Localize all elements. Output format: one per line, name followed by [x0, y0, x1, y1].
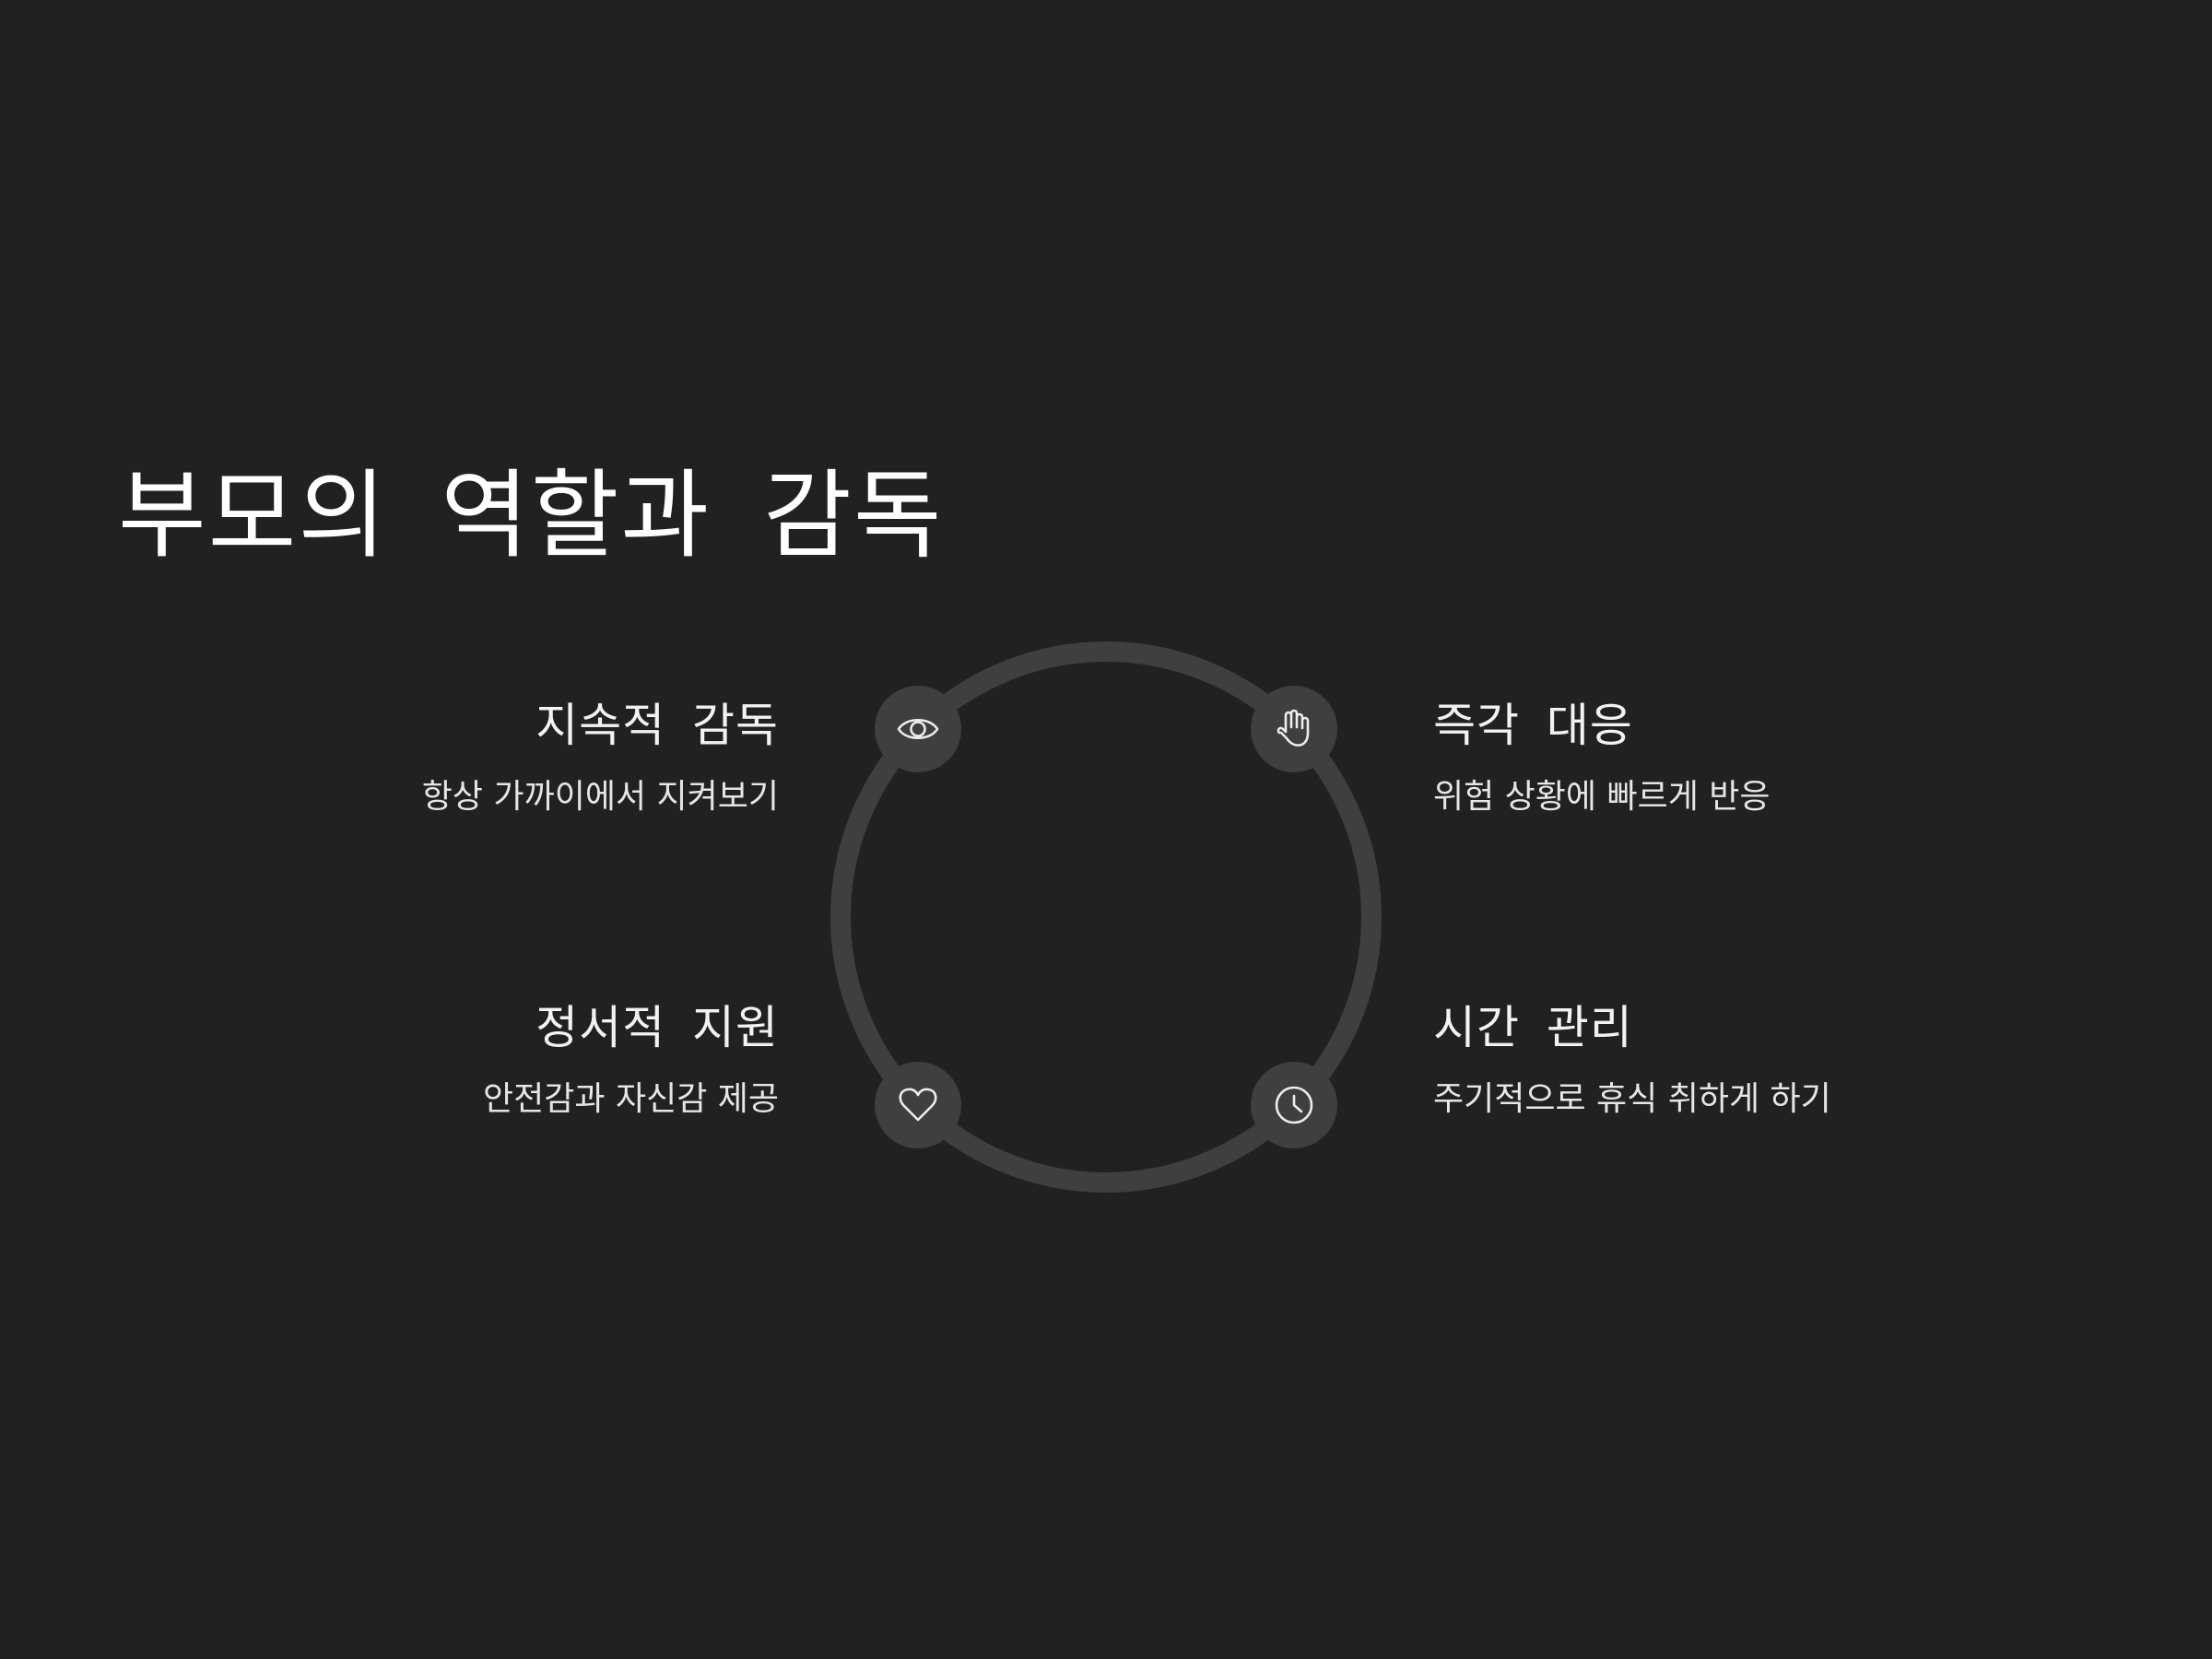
slide-title: 부모의 역할과 감독: [118, 459, 944, 571]
label-title: 정서적 지원: [535, 1001, 779, 1054]
eye-icon: [897, 718, 939, 740]
label-emotional-support: 정서적 지원 안전감과 자신감 제공: [263, 1000, 779, 1119]
label-desc: 항상 가까이에서 지켜보기: [421, 778, 779, 816]
label-desc: 위험 상황에 빠르게 반응: [1433, 778, 1771, 816]
label-desc: 안전감과 자신감 제공: [483, 1080, 779, 1118]
node-heart: [875, 1062, 961, 1148]
heart-icon: [899, 1088, 937, 1122]
clock-icon: [1275, 1086, 1313, 1124]
label-title: 즉각 대응: [1433, 699, 1633, 752]
label-immediate-response: 즉각 대응 위험 상황에 빠르게 반응: [1433, 698, 1949, 817]
node-eye: [875, 686, 961, 772]
label-continuous-supervision: 지속적 감독 항상 가까이에서 지켜보기: [263, 698, 779, 817]
node-clock: [1251, 1062, 1337, 1148]
cycle-ring: [830, 641, 1382, 1193]
label-title: 시간 관리: [1433, 1001, 1633, 1054]
hand-icon: [1277, 709, 1310, 747]
label-time-management: 시간 관리 주기적으로 휴식 취하게 하기: [1433, 1000, 1949, 1119]
node-hand: [1251, 686, 1337, 772]
label-desc: 주기적으로 휴식 취하게 하기: [1433, 1080, 1831, 1118]
label-title: 지속적 감독: [535, 699, 779, 752]
